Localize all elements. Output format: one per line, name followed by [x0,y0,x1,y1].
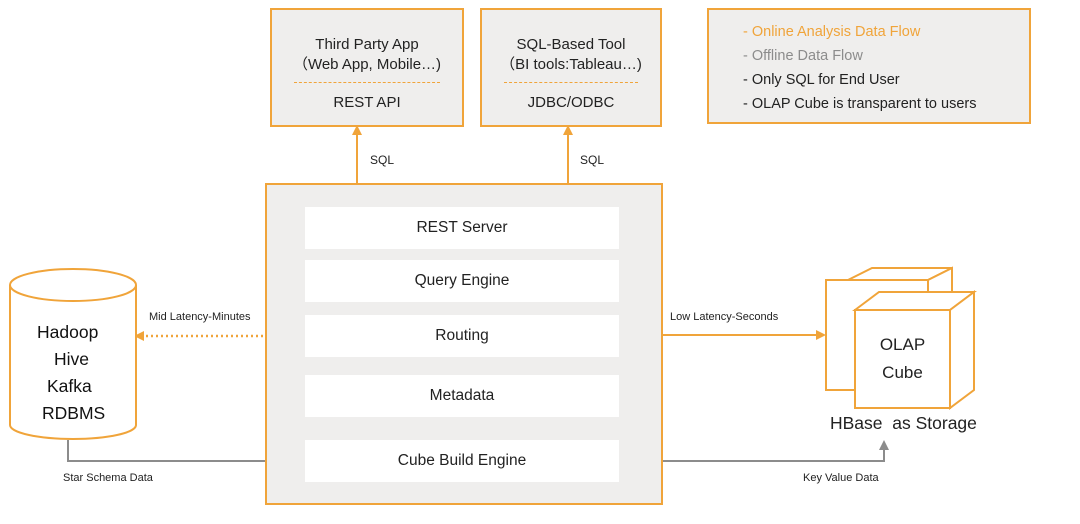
legend-offline: - Offline Data Flow [743,48,863,64]
cube-label-line1: OLAP [879,335,926,354]
kylin-server-box: REST Server Query Engine Routing Metadat… [265,183,663,505]
source-hadoop: Hadoop [37,322,99,342]
layer-metadata: Metadata [305,375,619,417]
legend-sql-only: - Only SQL for End User [743,72,900,88]
legend-online: - Online Analysis Data Flow [743,24,921,40]
client-title-line2: （Web App, Mobile…) [292,56,442,73]
key-value-arrow [630,440,889,462]
low-latency-label: Low Latency-Seconds [670,311,779,323]
database-cylinder-icon [9,268,137,440]
layer-cube-build-engine: Cube Build Engine [305,440,619,482]
layer-rest-server: REST Server [305,207,619,249]
key-value-label: Key Value Data [803,472,879,484]
star-schema-arrow [67,440,304,466]
source-rdbms: RDBMS [42,403,106,423]
client-title-line2: （BI tools:Tableau…) [500,56,642,73]
mid-latency-label: Mid Latency-Minutes [149,311,251,323]
cube-label-line2: Cube [882,363,923,382]
source-hive: Hive [54,349,90,369]
client-interface: REST API [333,94,401,111]
client-box-third-party: Third Party App （Web App, Mobile…) REST … [270,8,464,127]
olap-cube-icon [825,266,977,410]
legend-transparent: - OLAP Cube is transparent to users [743,96,977,112]
sql-label-rest: SQL [370,153,395,167]
sql-label-jdbc: SQL [580,153,605,167]
client-divider [504,82,638,83]
legend-box: - Online Analysis Data Flow - Offline Da… [707,8,1031,124]
client-box-sql-tool: SQL-Based Tool （BI tools:Tableau…) JDBC/… [480,8,662,127]
storage-label: HBase as Storage [830,413,977,433]
source-kafka: Kafka [47,376,92,396]
client-interface: JDBC/ODBC [527,94,615,111]
layer-query-engine: Query Engine [305,260,619,302]
client-title-line1: SQL-Based Tool [516,36,626,53]
star-schema-label: Star Schema Data [63,472,153,484]
layer-routing: Routing [305,315,619,357]
client-divider [294,82,440,83]
client-title-line1: Third Party App [315,36,419,53]
